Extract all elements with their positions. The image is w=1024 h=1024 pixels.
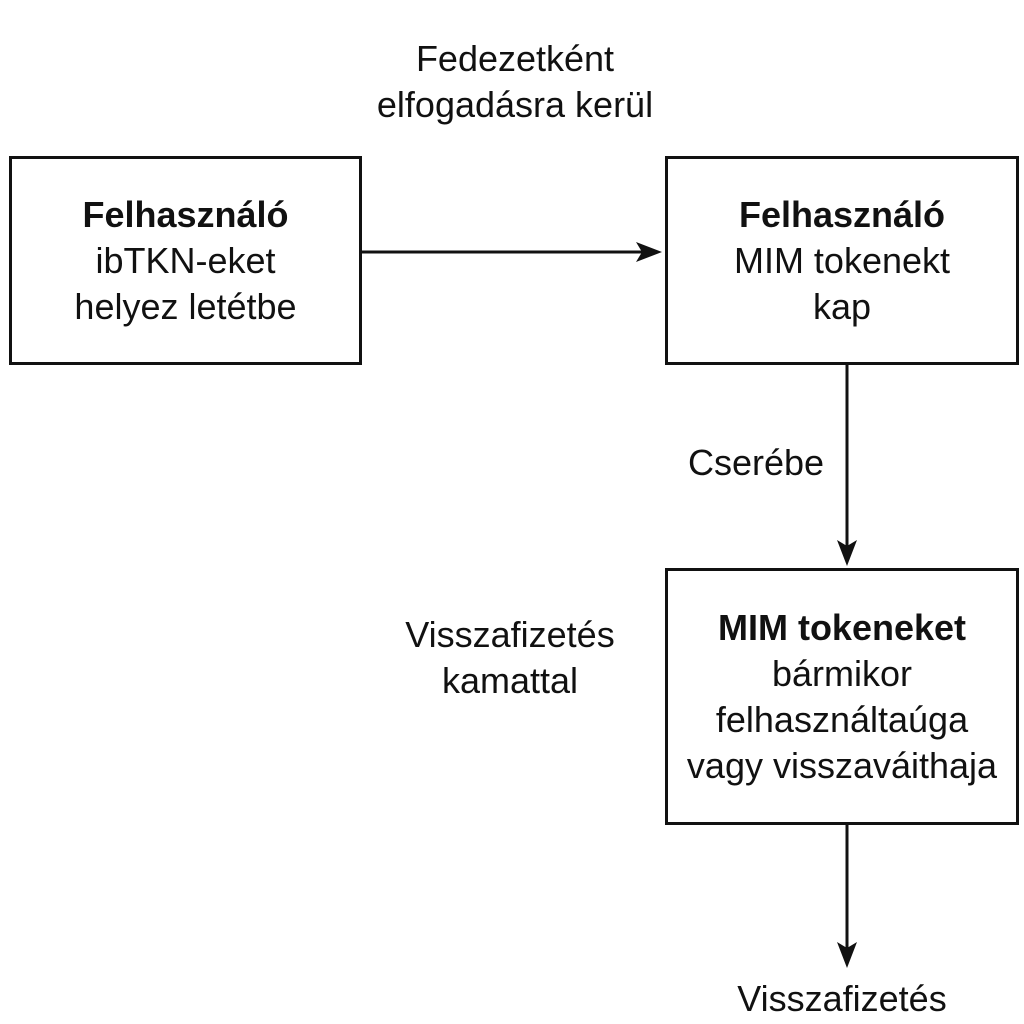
label-repay-interest-line2: kamattal — [441, 660, 579, 701]
box-use-line3: felhasználtaúga — [715, 698, 969, 740]
box-user-receives: Felhasználó MIM tokenekt kap — [665, 156, 1019, 365]
label-exchange: Cserébe — [687, 442, 825, 483]
box-deposit-title: Felhasználó — [82, 193, 289, 235]
label-repayment: Visszafizetés — [737, 978, 947, 1019]
arrow-use-to-repayment — [837, 825, 857, 968]
box-user-deposits: Felhasználó ibTKN-eket helyez letétbe — [9, 156, 362, 365]
box-receive-line2: MIM tokenekt — [733, 239, 951, 281]
box-receive-title: Felhasználó — [738, 193, 946, 235]
box-receive-line3: kap — [812, 285, 872, 327]
arrow-receive-to-use — [837, 365, 857, 566]
box-use-line2: bármikor — [771, 652, 913, 694]
arrow-deposit-to-receive — [362, 242, 662, 262]
box-use-line4: vagy visszaváithaja — [686, 744, 998, 786]
box-use-title: MIM tokeneket — [717, 606, 967, 648]
label-collateral: Fedezetként elfogadásra kerül — [340, 36, 690, 128]
box-deposit-line3: helyez letétbe — [74, 285, 297, 327]
label-collateral-line1: Fedezetként — [415, 38, 615, 79]
label-repay-with-interest: Visszafizetés kamattal — [380, 612, 640, 704]
box-use-or-redeem: MIM tokeneket bármikor felhasználtaúga v… — [665, 568, 1019, 825]
label-collateral-line2: elfogadásra kerül — [376, 84, 654, 125]
box-deposit-line2: ibTKN-eket — [95, 239, 276, 281]
label-repay-interest-line1: Visszafizetés — [405, 614, 615, 655]
